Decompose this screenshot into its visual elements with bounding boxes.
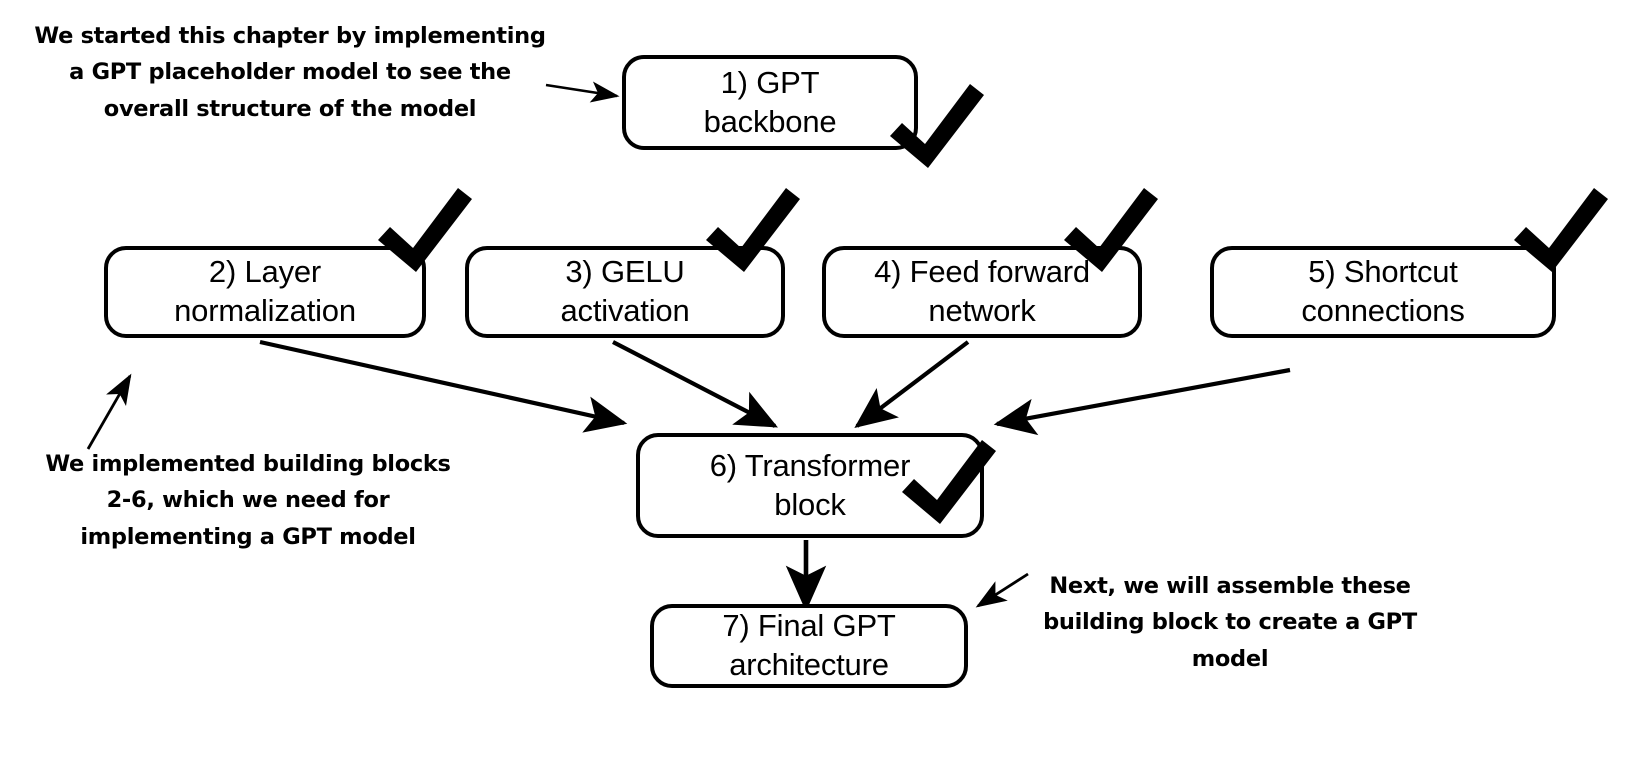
arrow-note-to-final-gpt-architecture (975, 572, 1029, 608)
arrow-shortcut-connections-to-transformer-block (993, 367, 1291, 436)
annotation-top-left: We started this chapter by implementing … (34, 23, 546, 122)
arrow-feed-forward-network-to-transformer-block (854, 340, 970, 429)
node-label: 2) Layer normalization (174, 254, 356, 328)
node-transformer-block[interactable]: 6) Transformer block (636, 433, 984, 538)
arrow-note-to-layer-normalization (86, 373, 132, 450)
node-label: 6) Transformer block (709, 447, 911, 522)
node-shortcut-connections[interactable]: 5) Shortcut connections (1210, 246, 1556, 338)
node-layer-normalization[interactable]: 2) Layer normalization (104, 246, 426, 338)
node-label: 7) Final GPT architecture (722, 608, 896, 682)
node-feed-forward-network[interactable]: 4) Feed forward network (822, 246, 1142, 338)
node-label: 5) Shortcut connections (1301, 254, 1465, 328)
node-final-gpt-architecture[interactable]: 7) Final GPT architecture (650, 604, 968, 688)
arrow-layer-normalization-to-transformer-block (259, 339, 628, 433)
arrow-gelu-activation-to-transformer-block (612, 340, 778, 428)
node-label: 4) Feed forward network (874, 254, 1090, 328)
annotation-bottom-right: Next, we will assemble these building bl… (1043, 573, 1417, 672)
node-gelu-activation[interactable]: 3) GELU activation (465, 246, 785, 338)
arrow-note-to-gpt-backbone (545, 81, 620, 103)
node-label: 3) GELU activation (560, 254, 690, 328)
node-label: 1) GPT backbone (703, 64, 837, 139)
node-gpt-backbone[interactable]: 1) GPT backbone (622, 55, 918, 150)
annotation-bottom-left: We implemented building blocks 2-6, whic… (45, 451, 451, 550)
